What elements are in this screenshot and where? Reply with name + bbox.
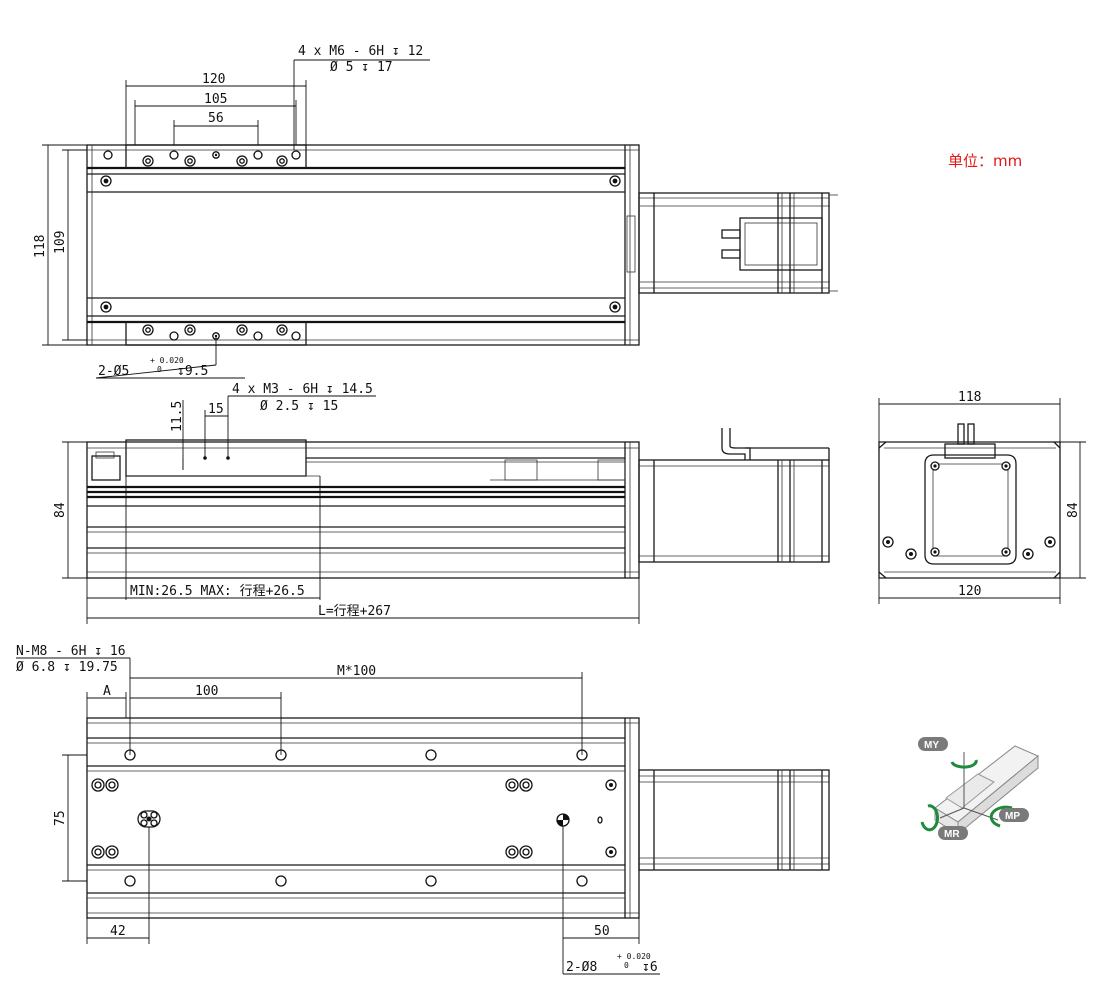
m3-callout-line1: 4 x M3 - 6H ↧ 14.5 xyxy=(232,382,373,397)
dim-75-label: 75 xyxy=(53,810,68,826)
end-outline xyxy=(878,441,1061,579)
dim-15-label: 15 xyxy=(208,402,224,417)
my-label: MY xyxy=(924,740,939,751)
bottom-dim-100-label: 100 xyxy=(195,684,218,699)
m8-callout-line1: N-M8 - 6H ↧ 16 xyxy=(16,644,126,659)
top-motor xyxy=(638,192,830,294)
bottom-motor xyxy=(638,769,830,871)
dim-120-label: 120 xyxy=(202,72,225,87)
side-motor xyxy=(638,459,830,563)
stroke-range-label: MIN:26.5 MAX: 行程+26.5 xyxy=(130,584,305,599)
top-dims: 120 105 56 4 x M6 - 6H ↧ 12 Ø 5 ↧ 17 118… xyxy=(33,44,430,379)
mp-rotation-arrow xyxy=(989,805,1013,828)
pin-tol-upper: + 0.020 xyxy=(150,356,184,365)
pin-depth: ↧9.5 xyxy=(177,364,208,379)
end-view: 118 84 120 xyxy=(878,390,1086,604)
motor-flange xyxy=(924,454,1017,565)
mr-label: MR xyxy=(944,829,960,840)
end-dim-120-label: 120 xyxy=(958,584,981,599)
mount-callout-line1: 4 x M6 - 6H ↧ 12 xyxy=(298,44,423,59)
dim-a-label: A xyxy=(103,684,111,699)
side-view: 84 11.5 15 4 x M3 - 6H ↧ 14.5 Ø 2.5 ↧ 15… xyxy=(53,382,830,624)
bottom-body-outline xyxy=(86,717,640,919)
end-dim-118-label: 118 xyxy=(958,390,981,405)
mp-label: MP xyxy=(1005,811,1020,822)
top-body-outline xyxy=(86,144,640,346)
total-length-label: L=行程+267 xyxy=(318,604,391,619)
bottom-pin-tol-upper: + 0.020 xyxy=(617,952,651,961)
end-dim-84-label: 84 xyxy=(1066,502,1081,518)
mp-badge xyxy=(999,808,1029,822)
bottom-pin-callout-main: 2-Ø8 xyxy=(566,960,597,975)
pin-callout-main: 2-Ø5 xyxy=(98,364,129,379)
my-rotation-arrow xyxy=(950,759,978,769)
bottom-pin-tol-lower: 0 xyxy=(624,961,629,970)
moment-diagram: MY MR MP xyxy=(918,737,1039,840)
unit-label: 单位：mm xyxy=(948,152,1022,170)
m3-callout-line2: Ø 2.5 ↧ 15 xyxy=(260,399,338,414)
m8-callout-line2: Ø 6.8 ↧ 19.75 xyxy=(16,660,118,675)
dim-109-label: 109 xyxy=(53,231,68,254)
top-view: 120 105 56 4 x M6 - 6H ↧ 12 Ø 5 ↧ 17 118… xyxy=(33,44,838,379)
mount-callout-line2: Ø 5 ↧ 17 xyxy=(330,60,393,75)
dim-50-label: 50 xyxy=(594,924,610,939)
mr-badge xyxy=(938,826,968,840)
dim-105-label: 105 xyxy=(204,92,227,107)
dim-56-label: 56 xyxy=(208,111,224,126)
dim-11-5-label: 11.5 xyxy=(170,401,185,432)
dim-42-label: 42 xyxy=(110,924,126,939)
bottom-view: N-M8 - 6H ↧ 16 Ø 6.8 ↧ 19.75 A 100 M*100… xyxy=(16,644,830,975)
bottom-pin-depth: ↧6 xyxy=(642,960,658,975)
mr-rotation-arrow xyxy=(920,804,939,832)
top-carriage-upper xyxy=(125,144,307,169)
dim-m100-label: M*100 xyxy=(337,664,376,679)
side-carriage xyxy=(125,439,307,477)
hole xyxy=(103,150,113,160)
dim-118-label: 118 xyxy=(33,235,48,258)
side-dim-84-label: 84 xyxy=(53,502,68,518)
pin-tol-lower: 0 xyxy=(157,365,162,374)
my-badge xyxy=(918,737,948,751)
